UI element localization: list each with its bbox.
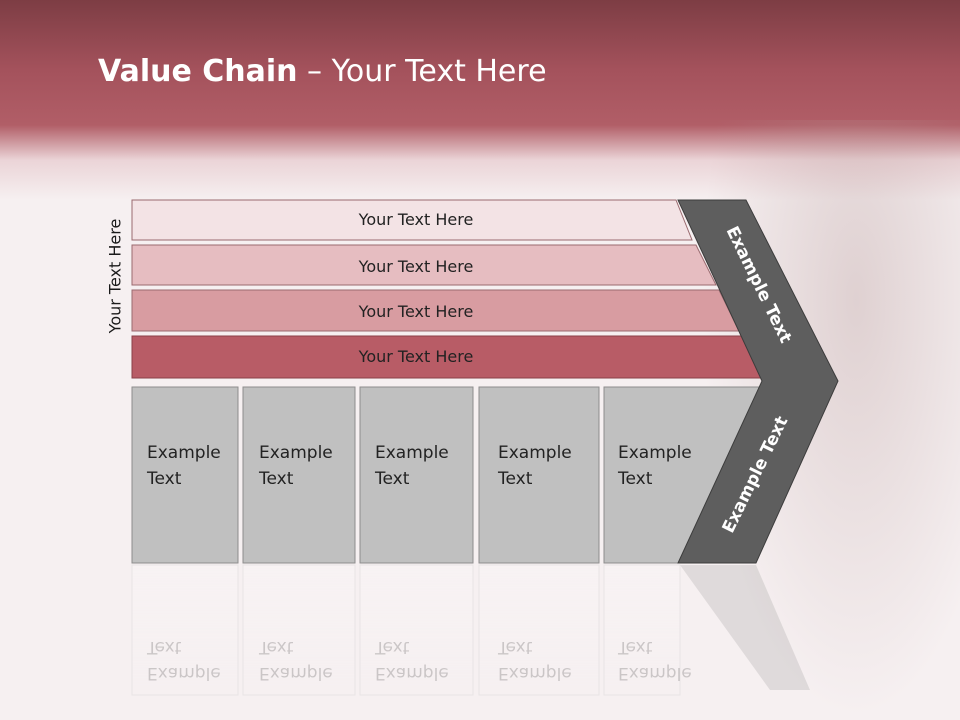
row-2-bar [131, 244, 717, 286]
reflection-box-2-line2: Text [258, 637, 294, 657]
box-2-line2: Text [258, 469, 294, 489]
box-4-line1: Example [498, 443, 572, 463]
box-2 [242, 386, 356, 564]
reflection-text: Example Text Example Text Example Text E… [146, 637, 692, 683]
box-5-line2: Text [617, 469, 653, 489]
title-band [0, 0, 960, 200]
reflection-box-4-line1: Example [498, 663, 572, 683]
box-1 [131, 386, 239, 564]
box-3-line2: Text [374, 469, 410, 489]
reflection-box-3-line1: Example [375, 663, 449, 683]
box-1-line1: Example [147, 443, 221, 463]
boxes-reflection [131, 564, 810, 696]
row-3-label: Your Text Here [358, 302, 474, 321]
title-bold: Value Chain [98, 54, 298, 89]
reflection-box-2-line1: Example [259, 663, 333, 683]
slide-title: Value Chain – Your Text Here [98, 54, 547, 89]
title-rest: – Your Text Here [297, 54, 547, 89]
reflection-box-1-line1: Example [147, 663, 221, 683]
reflection-box-4-line2: Text [497, 637, 533, 657]
box-1-line2: Text [146, 469, 182, 489]
reflection-box-3-line2: Text [374, 637, 410, 657]
chevron-arrow [677, 199, 839, 564]
row-1-bar [131, 199, 693, 241]
reflection-box-1-line2: Text [146, 637, 182, 657]
box-2-line1: Example [259, 443, 333, 463]
box-4 [478, 386, 600, 564]
box-3-line1: Example [375, 443, 449, 463]
box-5-line1: Example [618, 443, 692, 463]
row-2-label: Your Text Here [358, 257, 474, 276]
box-3 [359, 386, 474, 564]
box-4-line2: Text [497, 469, 533, 489]
reflection-box-5-line1: Example [618, 663, 692, 683]
row-4-label: Your Text Here [358, 347, 474, 366]
row-1-label: Your Text Here [358, 210, 474, 229]
reflection-box-5-line2: Text [617, 637, 653, 657]
